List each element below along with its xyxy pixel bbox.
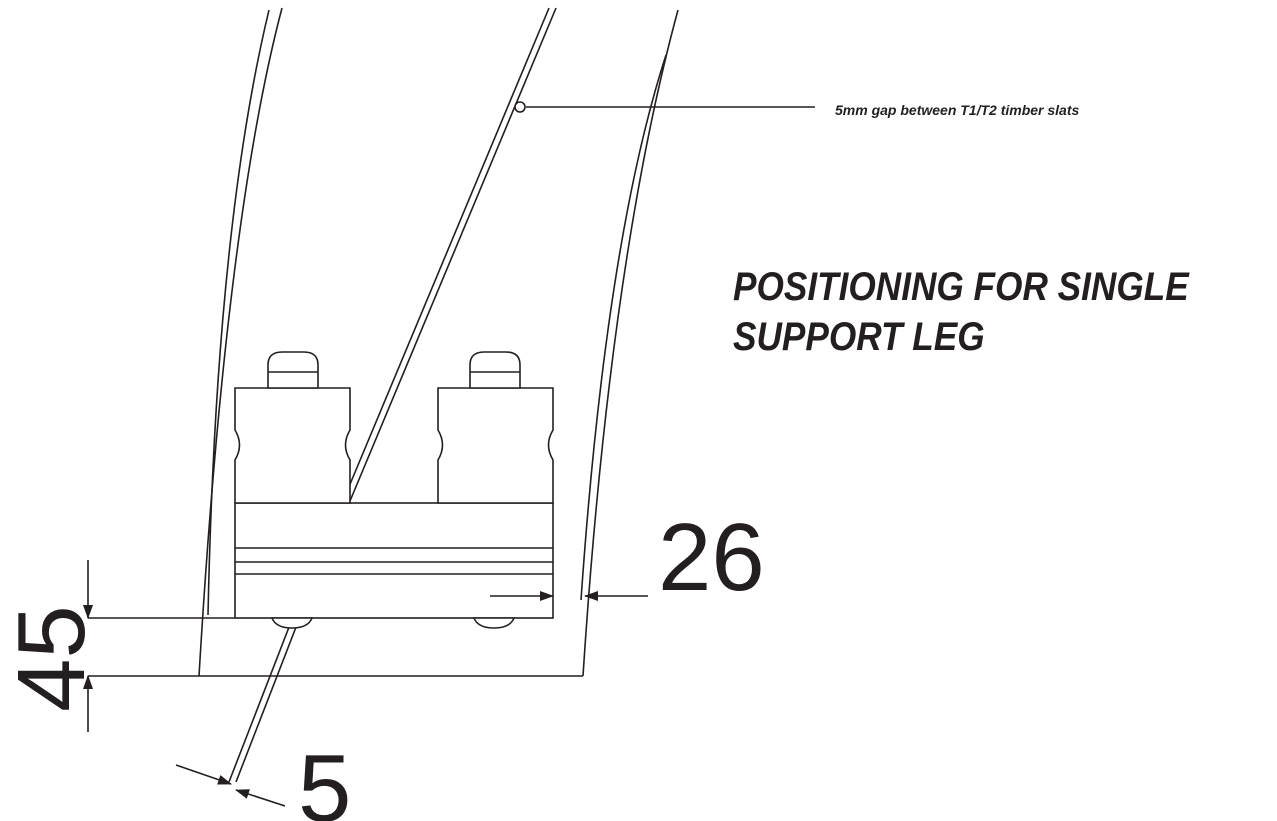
right-bolt-head <box>469 351 521 389</box>
timber-slat-outlines <box>198 7 679 783</box>
callout-leader <box>514 101 815 113</box>
dimension-label-5: 5 <box>298 735 351 821</box>
dimension-5-arrows <box>175 764 286 807</box>
right-bottom-nut <box>472 617 516 629</box>
right-slat-edge-inner <box>580 54 667 601</box>
right-post <box>437 387 554 504</box>
left-bottom-nut <box>270 617 314 629</box>
slat-gap-line-lower-b <box>228 621 292 783</box>
slat-gap-line-a <box>349 7 557 502</box>
page-title: POSITIONING FOR SINGLE SUPPORT LEG <box>733 262 1208 362</box>
right-slat-edge <box>582 9 679 677</box>
left-post <box>234 387 351 504</box>
left-slat-edge-inner <box>207 9 270 616</box>
support-leg-bracket <box>234 351 554 629</box>
title-line-1: POSITIONING FOR SINGLE <box>733 265 1189 309</box>
slat-gap-line-b <box>342 7 550 502</box>
dimension-label-26: 26 <box>658 504 765 611</box>
dimension-label-45: 45 <box>0 605 105 712</box>
callout-dot <box>514 101 526 113</box>
left-slat-edge <box>198 7 283 677</box>
bracket-base <box>234 502 554 619</box>
left-bolt-head <box>267 351 319 389</box>
slat-gap-line-lower-a <box>235 621 299 783</box>
title-line-2: SUPPORT LEG <box>733 315 985 359</box>
gap-callout-label: 5mm gap between T1/T2 timber slats <box>835 102 1080 118</box>
